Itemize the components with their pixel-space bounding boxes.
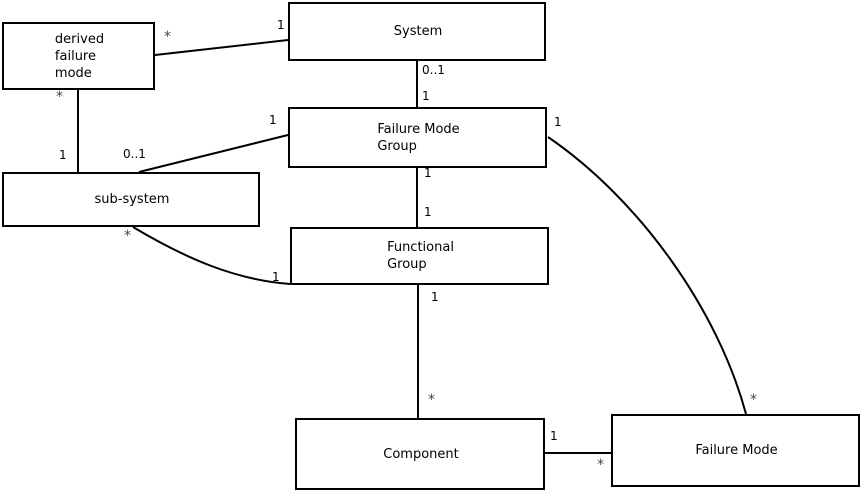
class-name-label: Failure Mode Group bbox=[377, 121, 460, 154]
class-box-failure-mode[interactable]: Failure Mode bbox=[611, 414, 860, 487]
multiplicity-label: 1 bbox=[422, 89, 430, 103]
association-lines bbox=[77, 39, 747, 454]
class-name-label: System bbox=[393, 24, 443, 39]
multiplicity-label: * bbox=[56, 89, 63, 105]
multiplicity-label: 1 bbox=[550, 429, 558, 443]
multiplicity-label: 1 bbox=[554, 115, 562, 129]
multiplicity-label: * bbox=[750, 392, 757, 408]
class-name-label: Component bbox=[383, 446, 459, 462]
class-box-functional-group[interactable]: Functional Group bbox=[290, 227, 549, 285]
multiplicity-label: 1 bbox=[424, 166, 432, 180]
association-line bbox=[547, 136, 747, 415]
association-line bbox=[154, 39, 289, 56]
class-box-component[interactable]: Component bbox=[295, 418, 545, 490]
multiplicity-label: 1 bbox=[277, 18, 285, 32]
class-box-failure-mode-group[interactable]: Failure Mode Group bbox=[288, 107, 547, 168]
multiplicity-label: * bbox=[597, 457, 604, 473]
association-line bbox=[138, 134, 289, 173]
multiplicity-label: 0..1 bbox=[422, 63, 445, 77]
class-name-label: derived failure mode bbox=[54, 31, 105, 81]
multiplicity-label: 1 bbox=[424, 205, 432, 219]
association-line bbox=[132, 226, 291, 285]
multiplicity-label: 1 bbox=[269, 113, 277, 127]
multiplicity-label: 0..1 bbox=[123, 147, 146, 161]
multiplicity-label: 1 bbox=[431, 290, 439, 304]
class-name-label: Failure Mode bbox=[695, 443, 778, 458]
multiplicity-label: * bbox=[124, 228, 131, 244]
multiplicity-label: * bbox=[428, 392, 435, 408]
multiplicity-label: 1 bbox=[272, 270, 280, 284]
class-box-system[interactable]: System bbox=[288, 2, 546, 61]
multiplicity-label: * bbox=[164, 29, 171, 45]
class-name-label: sub-system bbox=[94, 192, 170, 207]
multiplicity-label: 1 bbox=[59, 148, 67, 162]
class-box-derived-failure-mode[interactable]: derived failure mode bbox=[2, 22, 155, 90]
class-name-label: Functional Group bbox=[387, 240, 454, 272]
class-box-sub-system[interactable]: sub-system bbox=[2, 172, 260, 227]
